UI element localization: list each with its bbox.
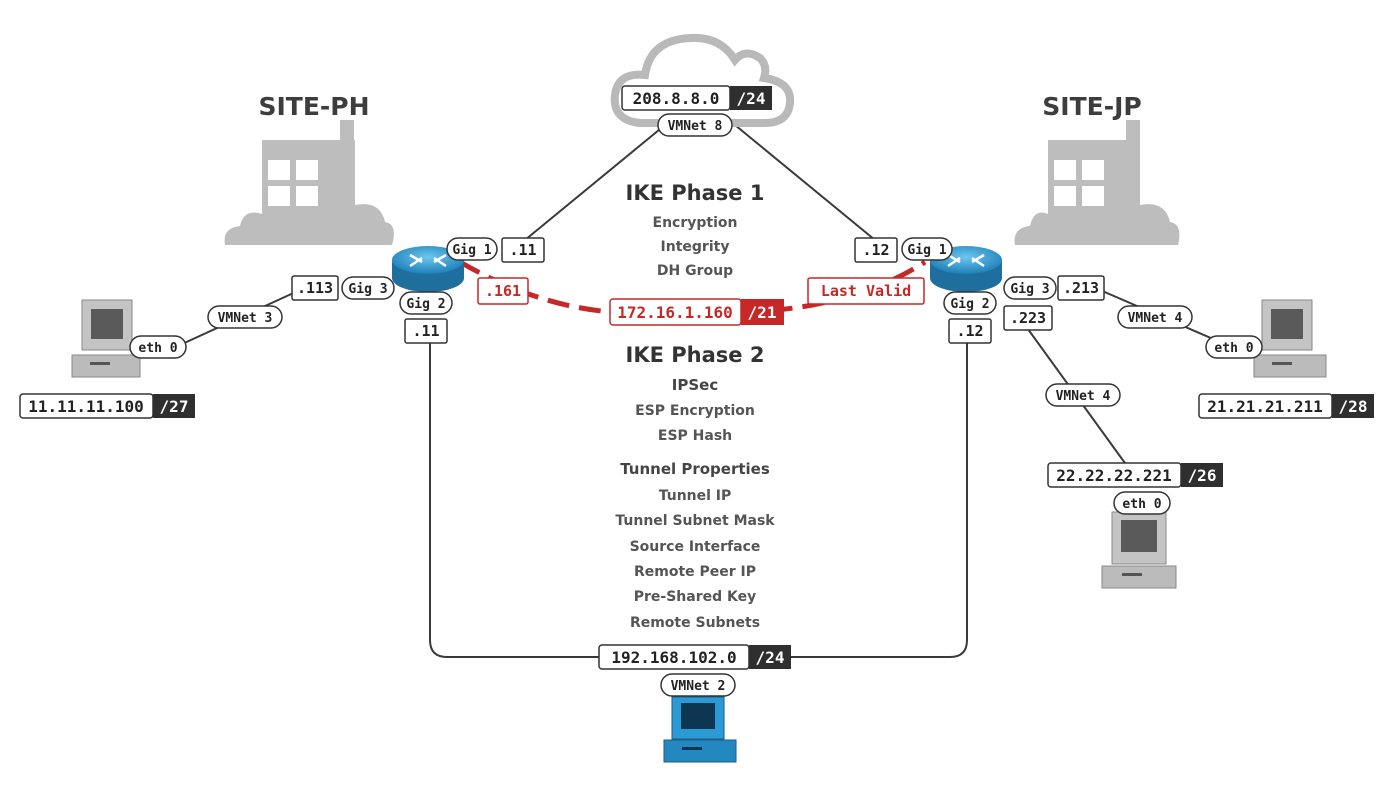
- ph-gig2-ip: .11: [404, 318, 448, 344]
- jp-gig2-ip: .12: [948, 318, 992, 344]
- host-jp1-eth-badge: eth 0: [1205, 335, 1263, 359]
- ipsec-title: IPSec: [672, 376, 718, 394]
- svg-text:21.21.21.211: 21.21.21.211: [1207, 397, 1323, 416]
- tunnel-property-item: Source Interface: [630, 539, 761, 555]
- svg-text:.11: .11: [412, 322, 439, 340]
- host-jp1-ip-label: 21.21.21.211 /28: [1198, 393, 1374, 419]
- svg-text:.12: .12: [956, 322, 983, 340]
- host-jp2-ip-label: 22.22.22.221 /26: [1047, 462, 1223, 488]
- computer-icon-jp2[interactable]: [1101, 511, 1177, 589]
- svg-text:11.11.11.100: 11.11.11.100: [28, 397, 144, 416]
- svg-text:.12: .12: [862, 241, 889, 259]
- ph-gig3-ip: .113: [291, 275, 339, 301]
- wan-network-label: 208.8.8.0 /24: [621, 85, 772, 111]
- ph-gig1-badge: Gig 1: [446, 237, 498, 261]
- router-icon-jp[interactable]: [930, 246, 1002, 292]
- svg-text:Gig 1: Gig 1: [452, 243, 491, 258]
- svg-text:Gig 3: Gig 3: [348, 282, 387, 297]
- jp-gig3-ip-b: .223: [1003, 305, 1053, 331]
- building-icon-jp: [1014, 120, 1180, 245]
- site-jp-title: SITE-JP: [1042, 92, 1141, 121]
- wan-network-ip: 208.8.8.0: [633, 89, 720, 108]
- tunnel-ph-ip: .161: [477, 277, 529, 305]
- host-ph-ip-label: 11.11.11.100 /27: [19, 393, 195, 419]
- ph-gig1-ip: .11: [501, 237, 545, 263]
- phase1-item: Encryption: [653, 215, 738, 231]
- tunnel-property-item: Remote Subnets: [630, 615, 760, 631]
- tunnel-property-item: Tunnel Subnet Mask: [615, 513, 775, 529]
- svg-text:/24: /24: [756, 648, 785, 667]
- tunnel-network-label: 172.16.1.160 /21: [609, 298, 784, 326]
- jp-gig1-ip: .12: [854, 237, 898, 263]
- svg-text:Last Valid: Last Valid: [821, 282, 911, 300]
- ipsec-item: ESP Encryption: [635, 403, 755, 419]
- svg-text:Gig 1: Gig 1: [907, 243, 946, 258]
- svg-text:/28: /28: [1339, 397, 1368, 416]
- svg-text:VMNet 8: VMNet 8: [668, 119, 723, 134]
- tunnel-property-item: Tunnel IP: [659, 488, 732, 504]
- svg-text:.161: .161: [485, 282, 521, 300]
- jp-gig2-badge: Gig 2: [943, 291, 997, 315]
- tunnel-property-item: Remote Peer IP: [634, 564, 756, 580]
- ipsec-item: ESP Hash: [658, 428, 732, 444]
- wan-link-ph: [524, 124, 666, 241]
- svg-text:.11: .11: [509, 241, 536, 259]
- tunnel-jp-ip: Last Valid: [807, 277, 925, 305]
- lan-vmnet-badge: VMNet 2: [660, 673, 736, 697]
- svg-text:eth 0: eth 0: [1122, 497, 1161, 512]
- tunnel-network-mask: /21: [748, 303, 777, 322]
- svg-text:eth 0: eth 0: [138, 341, 177, 356]
- host-jp2-eth-badge: eth 0: [1113, 491, 1171, 515]
- svg-text:/27: /27: [160, 397, 189, 416]
- phase1-title: IKE Phase 1: [626, 181, 765, 205]
- building-icon-ph: [224, 120, 394, 245]
- host-jp2-vmnet-badge: VMNet 4: [1045, 383, 1121, 407]
- svg-text:Gig 3: Gig 3: [1010, 282, 1049, 297]
- tunnel-properties-title: Tunnel Properties: [620, 460, 770, 478]
- computer-icon-lan[interactable]: [663, 696, 737, 763]
- wan-vmnet-badge: VMNet 8: [657, 113, 733, 137]
- wan-link-jp: [734, 124, 876, 241]
- svg-text:VMNet 2: VMNet 2: [671, 679, 726, 694]
- svg-text:Gig 2: Gig 2: [406, 297, 445, 312]
- svg-text:22.22.22.221: 22.22.22.221: [1056, 466, 1172, 485]
- svg-text:.213: .213: [1063, 279, 1099, 297]
- phase1-item: Integrity: [661, 239, 730, 255]
- svg-text:eth 0: eth 0: [1214, 341, 1253, 356]
- tunnel-network-ip: 172.16.1.160: [617, 303, 733, 322]
- lan-network-label: 192.168.102.0 /24: [598, 644, 791, 670]
- ph-gig2-badge: Gig 2: [399, 291, 453, 315]
- jp-gig3-badge: Gig 3: [1003, 276, 1057, 300]
- svg-text:/26: /26: [1188, 466, 1217, 485]
- host-ph-vmnet-badge: VMNet 3: [207, 305, 283, 329]
- tunnel-property-item: Pre-Shared Key: [634, 589, 757, 605]
- svg-text:192.168.102.0: 192.168.102.0: [611, 648, 736, 667]
- computer-icon-jp1[interactable]: [1253, 299, 1327, 378]
- router-icon-ph[interactable]: [392, 246, 464, 292]
- svg-text:VMNet 3: VMNet 3: [218, 311, 273, 326]
- jp-gig3-ip-a: .213: [1057, 275, 1105, 301]
- phase1-item: DH Group: [657, 263, 733, 279]
- host-ph-eth-badge: eth 0: [129, 335, 187, 359]
- svg-text:Gig 2: Gig 2: [950, 297, 989, 312]
- host-jp1-vmnet-badge: VMNet 4: [1117, 305, 1193, 329]
- phase2-title: IKE Phase 2: [626, 343, 765, 367]
- site-ph-title: SITE-PH: [258, 92, 369, 121]
- svg-text:.223: .223: [1010, 309, 1046, 327]
- jp-gig1-badge: Gig 1: [901, 237, 953, 261]
- svg-text:.113: .113: [297, 279, 333, 297]
- computer-icon-ph[interactable]: [71, 299, 141, 378]
- ph-gig3-badge: Gig 3: [341, 276, 395, 300]
- svg-text:VMNet 4: VMNet 4: [1128, 311, 1183, 326]
- wan-network-mask: /24: [737, 89, 766, 108]
- svg-text:VMNet 4: VMNet 4: [1056, 389, 1111, 404]
